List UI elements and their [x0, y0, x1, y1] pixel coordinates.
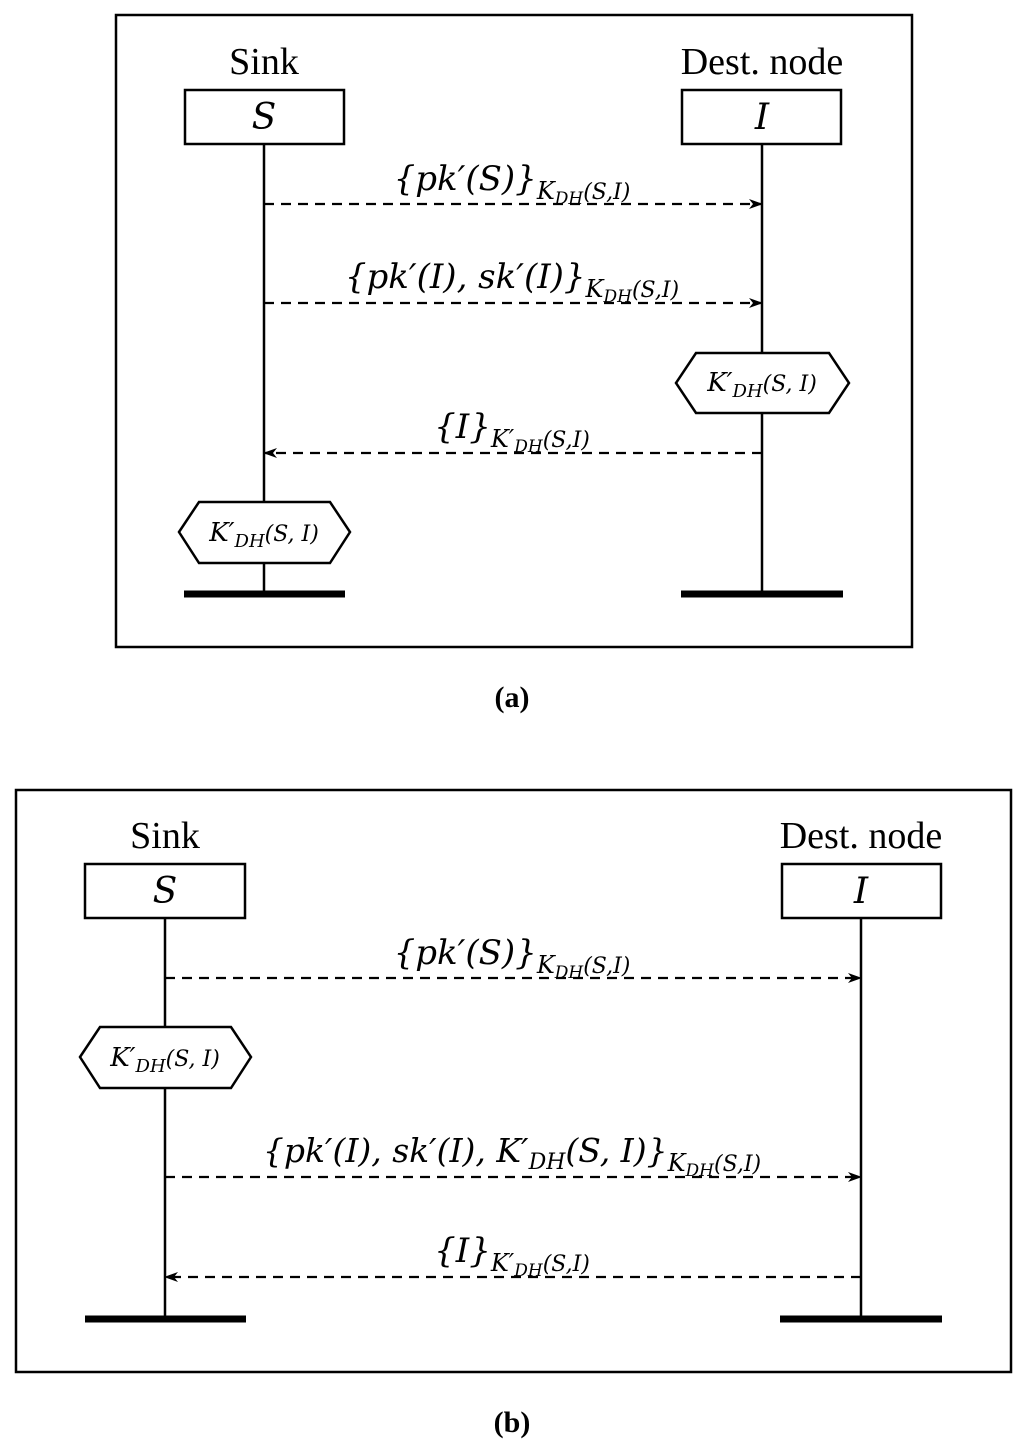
panel-b-message-1: {pk′(S)}KDH(S,I) — [165, 933, 862, 983]
panel-a-sink-action-index: DH — [234, 531, 265, 552]
panel-b-msg3-sub-main: K′ — [490, 1249, 515, 1277]
panel-a-msg1-sub-args: (S,I) — [583, 180, 630, 205]
panel-b-sink-action-hexagon — [78, 1025, 253, 1090]
panel-a-caption: (a) — [495, 681, 530, 714]
panel-a-msg3-sub-main: K′ — [490, 425, 515, 453]
panel-b-dest-label: Dest. node — [780, 815, 943, 857]
panel-b-msg2-sub-args: (S,I) — [714, 1152, 761, 1177]
panel-b-msg2-body-post: (S, I)} — [565, 1131, 667, 1170]
svg-text:{I}K′DH(S,I): {I}K′DH(S,I) — [434, 407, 590, 457]
panel-b-msg3-sub-args: (S,I) — [543, 1252, 590, 1277]
panel-b-msg2-body-index: DH — [528, 1150, 567, 1175]
panel-a-dest-entity: I — [754, 97, 770, 138]
svg-text:{pk′(S)}KDH(S,I): {pk′(S)}KDH(S,I) — [394, 159, 631, 209]
panel-b-sink-action-index: DH — [135, 1056, 166, 1077]
panel-a-message-2: {pk′(I), sk′(I)}KDH(S,I) — [264, 257, 763, 308]
panel-a-sink-action: K′DH(S, I) — [177, 500, 352, 565]
panel-b-msg1-sub-args: (S,I) — [583, 954, 630, 979]
panel-b-msg2-sub-main: K — [667, 1149, 688, 1177]
panel-b-sink-entity: S — [153, 871, 178, 912]
panel-a-sink-action-args: (S, I) — [265, 522, 319, 547]
panel-a-frame — [114, 13, 914, 649]
panel-a-msg3-sub-args: (S,I) — [543, 428, 590, 453]
panel-a-sink-entity: S — [252, 97, 277, 138]
panel-b-message-2: {pk′(I), sk′(I), K′DH(S, I)}KDH(S,I) — [165, 1131, 862, 1182]
svg-text:K′DH(S, I): K′DH(S, I) — [706, 368, 817, 402]
panel-b-sink-label: Sink — [130, 815, 200, 857]
panel-a-dest-action-main: K′ — [706, 368, 732, 398]
panel-a-dest-action: K′DH(S, I) — [674, 351, 851, 415]
panel-a-message-1: {pk′(S)}KDH(S,I) — [264, 159, 763, 209]
panel-b-msg2-body-pre: {pk′(I), sk′(I), K′ — [263, 1131, 529, 1170]
panel-b-msg1-body: {pk′(S)} — [394, 933, 537, 973]
panel-b-dest-entity: I — [853, 871, 869, 912]
panel-b: Sink Dest. node S I {pk′(S)}KDH(S,I) K′D… — [14, 788, 1013, 1439]
panel-b-sink-action-main: K′ — [109, 1043, 135, 1073]
panel-a-msg2-sub-main: K — [585, 275, 606, 303]
panel-a-msg3-body: {I} — [434, 407, 491, 447]
panel-a-msg2-body: {pk′(I), sk′(I)} — [345, 257, 586, 297]
panel-b-sink-action: K′DH(S, I) — [78, 1025, 253, 1090]
panel-a-msg2-sub-args: (S,I) — [632, 278, 679, 303]
panel-a-dest-action-index: DH — [732, 381, 763, 402]
panel-a-dest-label: Dest. node — [681, 41, 844, 83]
svg-text:K′DH(S, I): K′DH(S, I) — [208, 518, 319, 552]
panel-a-sink-action-hexagon — [177, 500, 352, 565]
panel-a-sink-label: Sink — [229, 41, 299, 83]
panel-a-msg1-body: {pk′(S)} — [394, 159, 537, 199]
panel-a-dest-action-args: (S, I) — [763, 372, 817, 397]
panel-a-message-3: {I}K′DH(S,I) — [263, 407, 762, 458]
panel-b-msg1-sub-main: K — [536, 951, 557, 979]
panel-a-msg1-sub-index: DH — [554, 189, 585, 209]
panel-a: Sink Dest. node S I {pk′(S)}KDH(S,I) {pk… — [114, 13, 914, 714]
panel-b-sink-action-args: (S, I) — [166, 1047, 220, 1072]
panel-b-msg3-body: {I} — [434, 1231, 491, 1271]
panel-a-dest-action-hexagon — [674, 351, 851, 415]
panel-a-msg1-sub-main: K — [536, 177, 557, 205]
svg-text:{pk′(I), sk′(I), K′DH(S, I)}KD: {pk′(I), sk′(I), K′DH(S, I)}KDH(S,I) — [263, 1131, 761, 1181]
panel-b-caption: (b) — [494, 1406, 531, 1439]
panel-b-message-3: {I}K′DH(S,I) — [164, 1231, 861, 1282]
svg-text:K′DH(S, I): K′DH(S, I) — [109, 1043, 220, 1077]
panel-b-dest-box — [780, 862, 943, 920]
panel-b-frame — [14, 788, 1013, 1374]
svg-text:{pk′(I), sk′(I)}KDH(S,I): {pk′(I), sk′(I)}KDH(S,I) — [345, 257, 679, 307]
panel-b-msg1-sub-index: DH — [554, 963, 585, 983]
panel-a-sink-action-main: K′ — [208, 518, 234, 548]
svg-text:{pk′(S)}KDH(S,I): {pk′(S)}KDH(S,I) — [394, 933, 631, 983]
svg-text:{I}K′DH(S,I): {I}K′DH(S,I) — [434, 1231, 590, 1281]
